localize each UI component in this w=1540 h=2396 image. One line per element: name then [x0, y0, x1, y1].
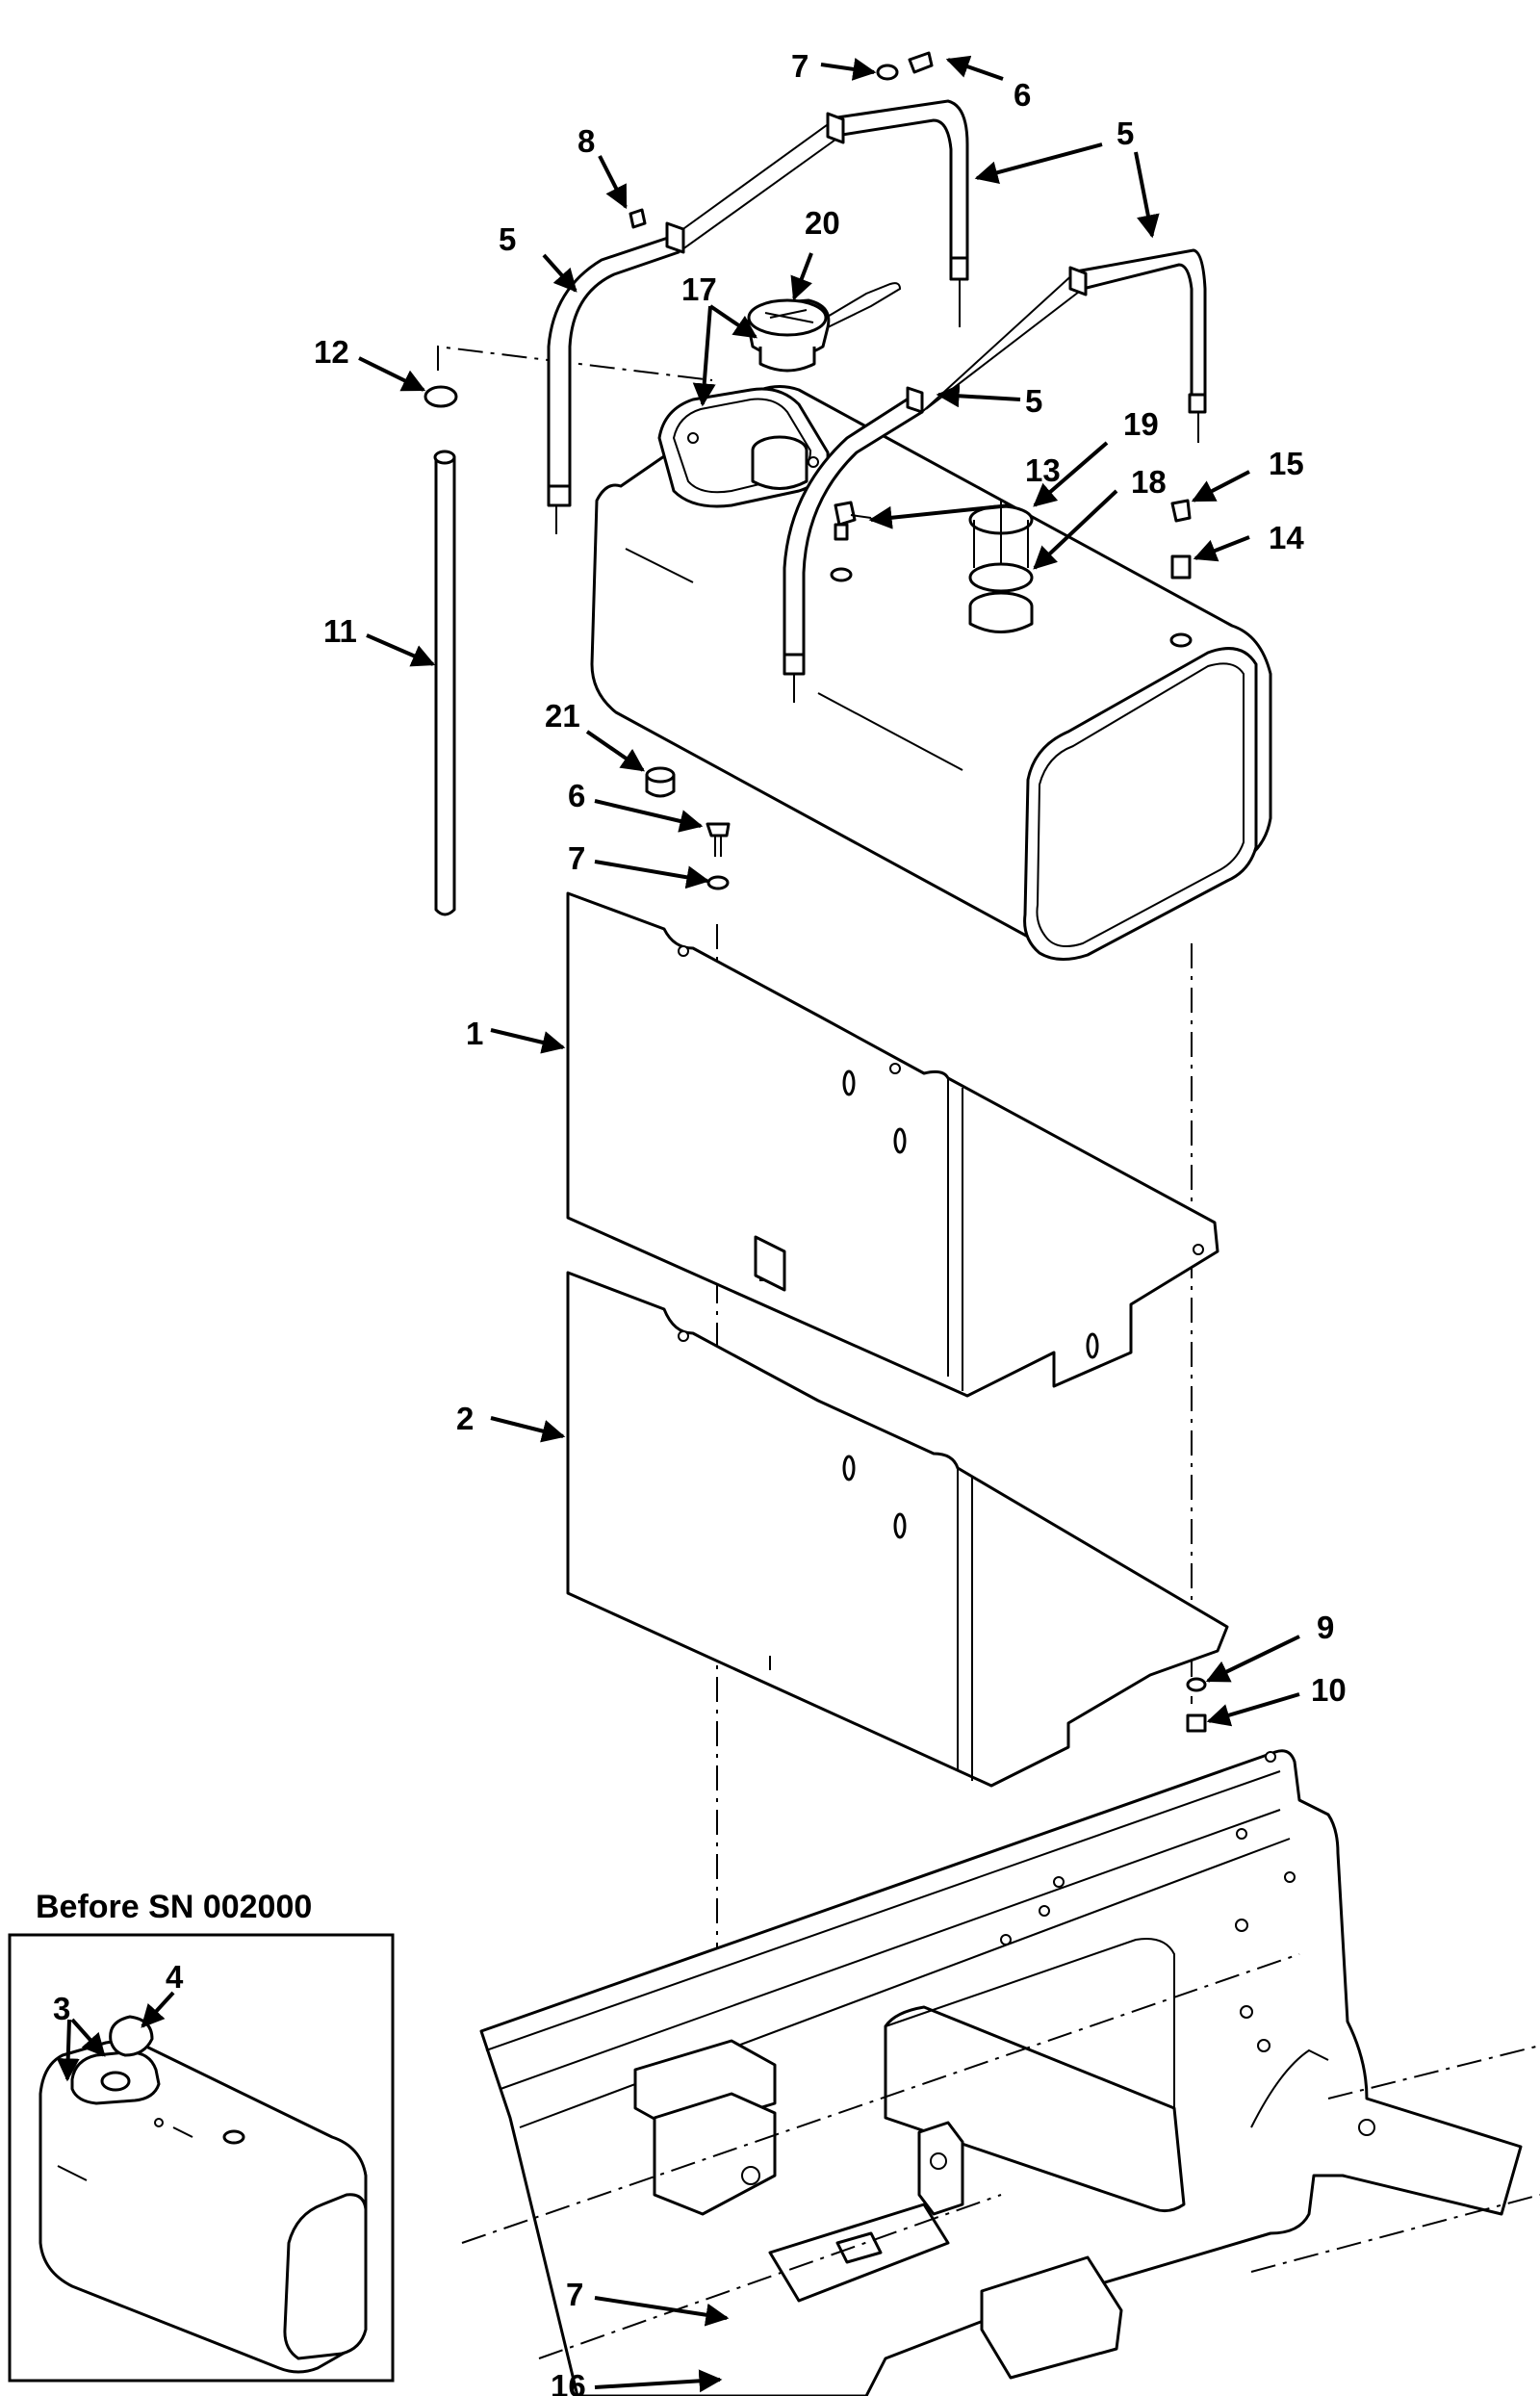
fuel-tank	[590, 385, 1272, 961]
callout-15: 15	[1269, 446, 1304, 481]
callout-6: 6	[568, 778, 585, 813]
callout-7: 7	[791, 48, 808, 84]
callout-2: 2	[456, 1401, 474, 1436]
callout-20: 20	[805, 205, 840, 241]
callout-12: 12	[314, 334, 349, 370]
tank-shield-2	[566, 1271, 1229, 1788]
callout-5: 5	[499, 221, 516, 257]
inset-before-sn: Before SN 002000	[8, 1889, 395, 2383]
callout-18: 18	[1131, 464, 1167, 500]
callout-arrows	[56, 55, 1300, 2393]
tank-straps	[547, 99, 1207, 703]
callout-13: 13	[1025, 452, 1061, 488]
callout-3: 3	[53, 1991, 70, 2026]
callout-5: 5	[1025, 383, 1042, 419]
callout-17: 17	[681, 271, 717, 307]
callout-11: 11	[323, 613, 357, 649]
callout-5: 5	[1116, 116, 1134, 151]
callout-7: 7	[566, 2277, 583, 2312]
callout-16: 16	[551, 2368, 586, 2396]
callout-9: 9	[1317, 1610, 1334, 1645]
chassis-frame	[461, 1749, 1540, 2396]
callout-19: 19	[1123, 406, 1159, 442]
callout-6: 6	[1014, 77, 1031, 113]
callout-7: 7	[568, 840, 585, 876]
callout-labels: 7 6 8 5 5 20 17 12 5 19 15 13 18 14 11 2…	[53, 48, 1347, 2396]
callout-10: 10	[1311, 1672, 1347, 1708]
fuel-cap	[747, 282, 902, 373]
callout-14: 14	[1269, 520, 1304, 555]
callout-8: 8	[578, 123, 595, 159]
sender-assembly	[968, 501, 1034, 633]
callout-21: 21	[545, 698, 580, 734]
callout-1: 1	[466, 1016, 483, 1051]
tank-shield-1	[566, 891, 1219, 1398]
callout-4: 4	[166, 1959, 184, 1995]
small-hardware	[424, 51, 1207, 2387]
inset-title: Before SN 002000	[36, 1889, 312, 1925]
